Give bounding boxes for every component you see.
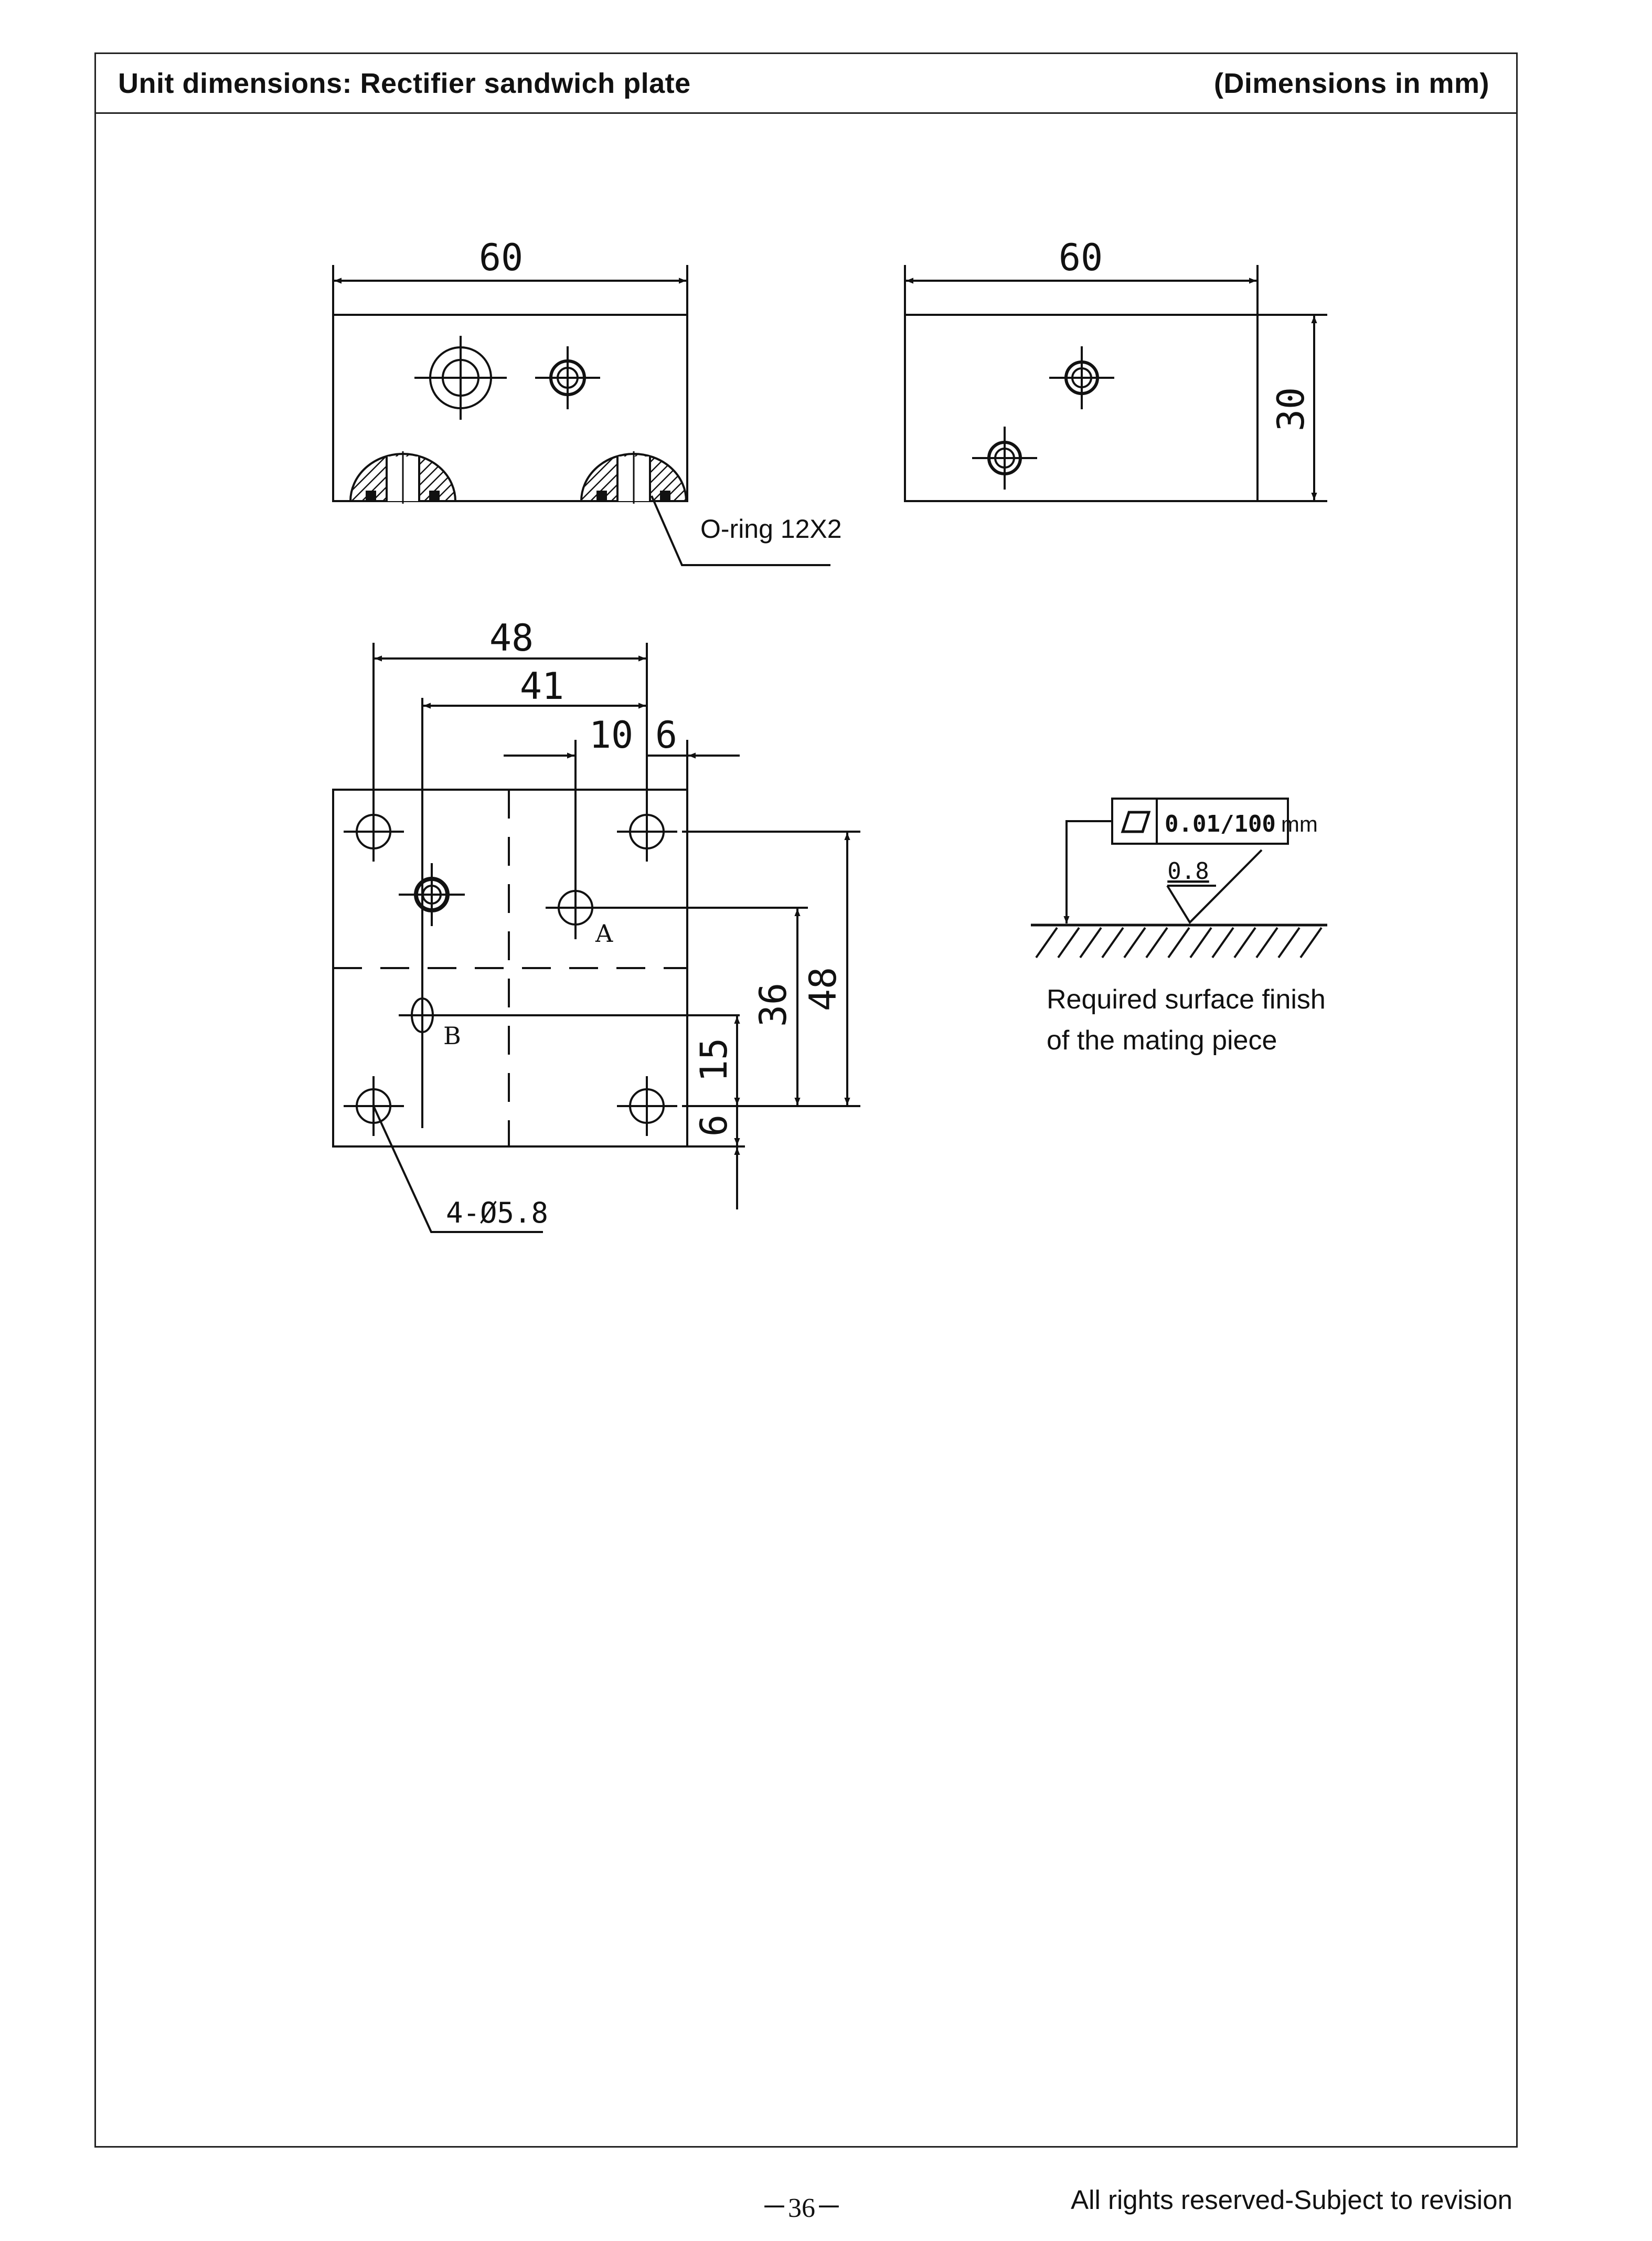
surface-caption-line1: Required surface finish <box>1047 984 1326 1015</box>
front-width-dim: 60 <box>479 236 523 279</box>
hatch-stroke <box>1277 927 1301 959</box>
dim-6-horizontal: 6 <box>655 714 677 757</box>
dim-15: 15 <box>692 1038 736 1082</box>
page-number: －36－ <box>761 2193 843 2223</box>
hatch-stroke <box>1035 927 1058 959</box>
header-divider <box>94 112 1518 114</box>
tolerance-unit: mm <box>1281 812 1318 836</box>
hatch-stroke <box>1101 927 1124 959</box>
surface-finish-symbol <box>1031 798 1327 927</box>
side-width-dim: 60 <box>1059 236 1103 279</box>
dim-48-vertical: 48 <box>802 967 845 1011</box>
side-view <box>904 265 1327 502</box>
mating-surface-hatch <box>1035 927 1323 959</box>
port-a-label: A <box>595 919 613 948</box>
hatch-stroke <box>1079 927 1102 959</box>
hatch-stroke <box>1189 927 1212 959</box>
surface-caption-line2: of the mating piece <box>1047 1025 1277 1056</box>
port-b-label: B <box>443 1022 461 1050</box>
hole-callout: 4-Ø5.8 <box>446 1196 548 1229</box>
front-view <box>332 265 830 566</box>
dim-48-horizontal: 48 <box>489 617 534 660</box>
dim-10: 10 <box>589 714 633 757</box>
hatch-stroke <box>1233 927 1256 959</box>
tolerance-value: 0.01/100 <box>1165 811 1276 837</box>
hatch-stroke <box>1299 927 1323 959</box>
page-frame <box>94 52 1518 2148</box>
dim-36: 36 <box>752 983 795 1027</box>
oring-label: O-ring 12X2 <box>700 514 842 544</box>
hatch-stroke <box>1167 927 1190 959</box>
plan-view <box>332 643 860 1233</box>
side-height-dim: 30 <box>1270 387 1313 431</box>
dim-41: 41 <box>520 665 564 708</box>
hatch-stroke <box>1145 927 1168 959</box>
hatch-stroke <box>1057 927 1080 959</box>
page-title: Unit dimensions: Rectifier sandwich plat… <box>118 68 691 99</box>
dim-6-vertical: 6 <box>692 1114 736 1137</box>
hatch-stroke <box>1211 927 1234 959</box>
units-note: (Dimensions in mm) <box>1213 68 1489 99</box>
hatch-stroke <box>1255 927 1278 959</box>
roughness-value: 0.8 <box>1167 858 1209 885</box>
rights-notice: All rights reserved-Subject to revision <box>1071 2185 1512 2215</box>
hatch-stroke <box>1123 927 1146 959</box>
